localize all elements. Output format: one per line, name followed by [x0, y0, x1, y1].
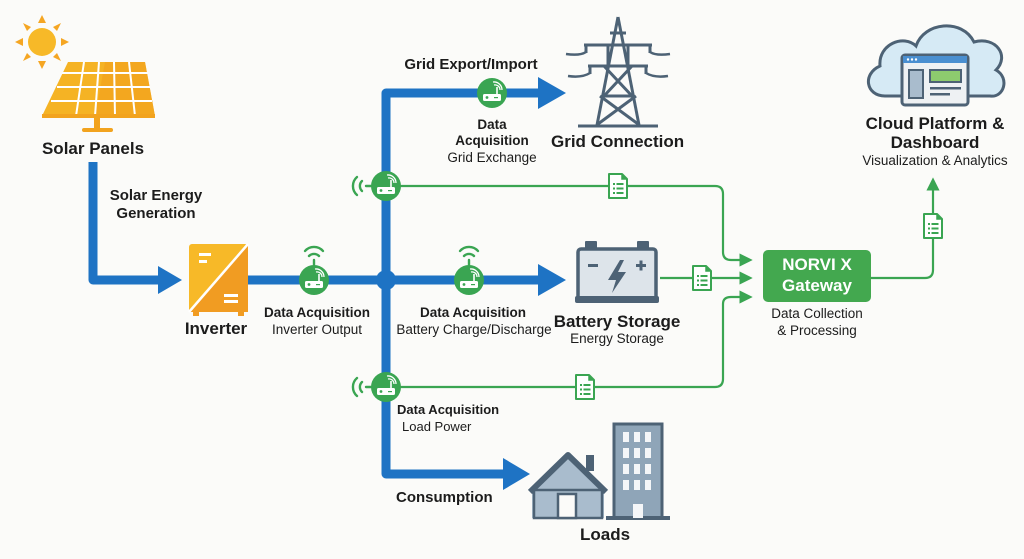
document-icon	[608, 173, 628, 199]
sensor-node-grid-data[interactable]	[351, 171, 401, 201]
arrow-to-grid	[538, 77, 566, 109]
building-window	[623, 448, 629, 458]
data-line-grid	[400, 184, 753, 267]
router-icon	[377, 187, 395, 194]
building-window	[634, 464, 640, 474]
gateway-sublabel-1: Data Collection	[771, 306, 863, 321]
house-icon	[527, 452, 609, 520]
gateway-name-1: NORVI X	[782, 255, 852, 274]
building-window	[623, 464, 629, 474]
data-line-cloud	[870, 177, 940, 280]
sun-icon	[15, 15, 69, 69]
solar-panel-icon	[42, 61, 155, 132]
document-icon	[923, 213, 943, 239]
wifi-icon	[351, 376, 373, 398]
sensor-load-subtitle: Load Power	[402, 419, 472, 434]
router-icon	[305, 281, 323, 288]
cloud-sublabel: Visualization & Analytics	[862, 153, 1008, 168]
router-icon	[460, 281, 478, 288]
bus-junction	[376, 270, 396, 290]
sensor-grid-subtitle: Grid Exchange	[447, 150, 537, 165]
router-icon	[483, 94, 501, 101]
sensor-grid-title-1: Data	[477, 117, 507, 132]
flow-solar-to-inverter	[88, 162, 160, 285]
inverter-label: Inverter	[184, 319, 248, 338]
gateway-box[interactable]	[763, 250, 871, 302]
building-window	[645, 448, 651, 458]
solar-generation-label-1: Solar Energy	[109, 187, 203, 204]
document-icon	[692, 265, 712, 291]
arrow-to-inverter	[158, 266, 182, 294]
building-window	[645, 432, 651, 442]
sensor-node-inverter[interactable]	[299, 245, 329, 295]
cloud-label-2: Dashboard	[890, 133, 980, 152]
arrow-to-loads	[503, 458, 530, 490]
cloud-label-1: Cloud Platform &	[865, 114, 1005, 133]
grid-connection-label: Grid Connection	[551, 132, 685, 151]
inverter-icon	[188, 243, 249, 316]
building-window	[645, 464, 651, 474]
building-window	[634, 432, 640, 442]
sensor-load-title: Data Acquisition	[397, 402, 500, 417]
building-window	[645, 480, 651, 490]
battery-storage-label: Battery Storage	[553, 312, 681, 331]
wifi-icon	[303, 245, 325, 267]
loads-label: Loads	[579, 525, 631, 544]
sensor-battery-title: Data Acquisition	[419, 305, 526, 320]
sensor-battery-subtitle: Battery Charge/Discharge	[396, 322, 552, 337]
cloud-dashboard-icon	[867, 24, 1006, 107]
battery-storage-sublabel: Energy Storage	[570, 331, 664, 346]
flow-bus-to-loads	[381, 469, 505, 479]
sensor-node-battery[interactable]	[454, 245, 484, 295]
sensor-grid-title-2: Acquisition	[455, 133, 529, 148]
consumption-label: Consumption	[396, 489, 493, 506]
transmission-tower-icon	[565, 16, 671, 128]
building-window	[623, 432, 629, 442]
sensor-inverter-subtitle: Inverter Output	[271, 322, 363, 337]
wifi-icon	[351, 175, 373, 197]
building-window	[623, 480, 629, 490]
router-icon	[377, 388, 395, 395]
building-icon	[606, 422, 670, 520]
sensor-inverter-title: Data Acquisition	[263, 305, 370, 320]
building-window	[634, 448, 640, 458]
document-icon	[575, 374, 595, 400]
solar-panels-label: Solar Panels	[41, 139, 145, 158]
sensor-node-grid[interactable]	[477, 78, 507, 108]
gateway-sublabel-2: & Processing	[777, 323, 857, 338]
solar-generation-label-2: Generation	[116, 205, 196, 222]
wifi-icon	[458, 245, 480, 267]
building-window	[634, 480, 640, 490]
gateway-name-2: Gateway	[782, 276, 852, 295]
battery-icon	[575, 241, 659, 303]
grid-export-label: Grid Export/Import	[404, 56, 538, 73]
sensor-node-load[interactable]	[351, 372, 401, 402]
data-line-load	[400, 290, 753, 389]
arrow-to-battery	[538, 264, 566, 296]
